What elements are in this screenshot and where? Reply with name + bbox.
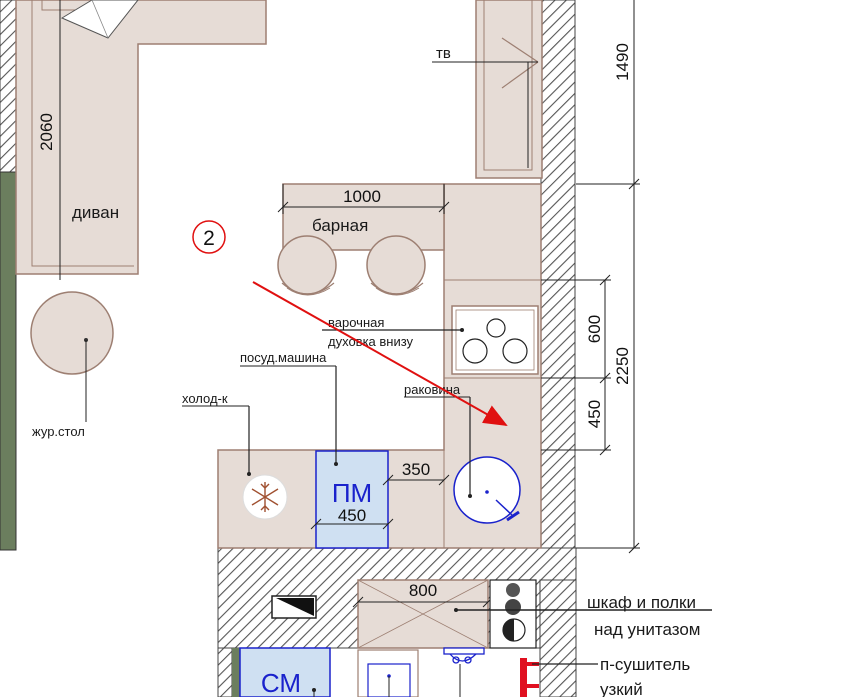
hob <box>451 305 539 375</box>
dim-dishwasher-width: 450 <box>338 506 366 525</box>
green-wall <box>0 171 17 551</box>
fridge-label: холод-к <box>182 391 228 406</box>
sofa-label: диван <box>72 203 119 222</box>
dim-sink-segment: 450 <box>585 400 604 428</box>
tv-label: тв <box>436 45 451 62</box>
hob-label-line2: духовка внизу <box>328 334 414 349</box>
view-marker-number: 2 <box>203 227 215 250</box>
sink-label: раковина <box>404 382 461 397</box>
green-wall-bath <box>232 648 240 697</box>
bar-stool <box>277 235 337 296</box>
sink-faucet-icon <box>453 456 521 524</box>
dim-sofa-length: 2060 <box>37 113 56 151</box>
view-marker: 2 <box>192 220 226 254</box>
dim-bar-width: 1000 <box>343 187 381 206</box>
dishwasher-dimension <box>310 518 394 530</box>
dim-kitchen-wall: 2250 <box>613 347 632 385</box>
bar-dimension <box>277 184 450 214</box>
sofa <box>15 0 267 275</box>
towel-label-line2: узкий <box>600 680 643 697</box>
bar-label: барная <box>312 216 368 235</box>
coffee-table-label: жур.стол <box>32 424 85 439</box>
dishwasher <box>315 450 389 549</box>
wall-right <box>540 0 576 551</box>
wall-bathroom-right <box>539 579 577 697</box>
dim-bath-cabinet: 800 <box>409 581 437 600</box>
washer-mark: СМ <box>261 668 301 697</box>
dishwasher-label: посуд.машина <box>240 350 327 365</box>
cabinet-label-line1: шкаф и полки <box>587 593 696 612</box>
cabinet-label-line2: над унитазом <box>594 620 700 639</box>
dimension-lines-right <box>541 0 640 554</box>
wall-bathroom-left <box>217 647 233 697</box>
dim-sink-offset: 350 <box>402 460 430 479</box>
pillow <box>60 0 139 39</box>
snowflake-icon <box>242 474 288 520</box>
sink-offset-dimension <box>382 474 450 486</box>
view-arrow-icon <box>252 281 508 426</box>
towel-label-line1: п-сушитель <box>600 655 690 674</box>
dim-tv-wall: 1490 <box>613 43 632 81</box>
tv-bracket <box>501 37 539 89</box>
wall-left-top <box>0 0 17 173</box>
dim-hob-segment: 600 <box>585 315 604 343</box>
bar-stool <box>366 235 426 296</box>
toilet-icon <box>443 647 485 697</box>
dishwasher-mark: ПМ <box>332 478 372 508</box>
hob-label-line1: варочная <box>328 315 384 330</box>
tv-cabinet <box>475 0 543 179</box>
coffee-table <box>30 291 114 375</box>
burner-icon <box>462 318 528 364</box>
